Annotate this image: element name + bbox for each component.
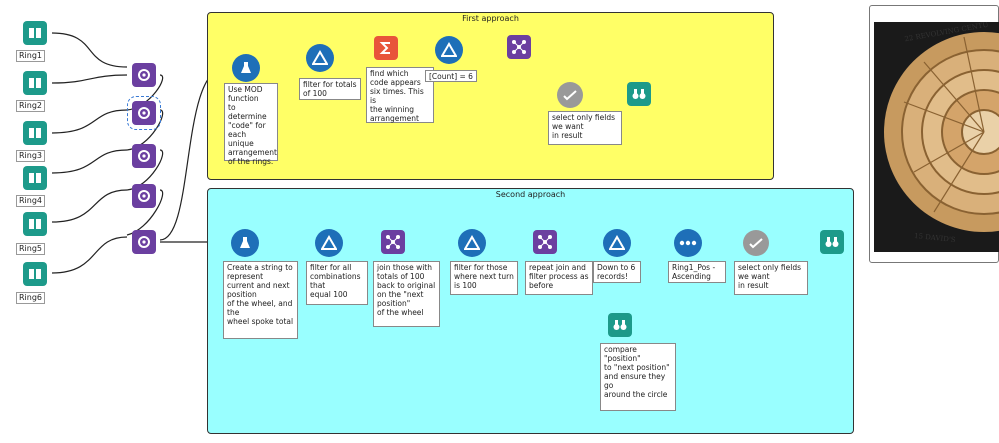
summarize-sigma-icon[interactable] <box>374 36 398 60</box>
book-icon[interactable] <box>23 121 47 145</box>
book-icon[interactable] <box>23 166 47 190</box>
annotation-create-string: Create a string to represent current and… <box>223 261 298 339</box>
ring-label: Ring2 <box>16 100 46 112</box>
append-fields-gear-icon[interactable] <box>132 63 156 87</box>
annotation-down-to-6: Down to 6 records! <box>593 261 641 283</box>
book-icon[interactable] <box>23 71 47 95</box>
ring-label: Ring3 <box>16 150 46 162</box>
container-second-approach[interactable]: Second approach <box>207 188 854 434</box>
filter-triangle-icon[interactable] <box>306 44 334 72</box>
wooden-puzzle-graphic <box>874 22 999 252</box>
append-fields-gear-icon[interactable] <box>132 230 156 254</box>
join-icon[interactable] <box>381 230 405 254</box>
puzzle-image: 22 REVOLVING CENTU 15 DAVID'S <box>874 22 999 252</box>
annotation-find-code: find which code appears six times. This … <box>366 67 434 123</box>
formula-flask-icon[interactable] <box>232 54 260 82</box>
append-fields-gear-icon[interactable] <box>132 144 156 168</box>
ring-label: Ring5 <box>16 243 46 255</box>
filter-triangle-icon[interactable] <box>458 229 486 257</box>
connector-ring3 <box>51 109 128 134</box>
book-icon[interactable] <box>23 212 47 236</box>
filter-triangle-icon[interactable] <box>315 229 343 257</box>
sort-dots-icon[interactable] <box>674 229 702 257</box>
annotation-mod-function: Use MOD function to determine "code" for… <box>224 83 278 166</box>
browse-binoculars-icon[interactable] <box>627 82 651 106</box>
container-first-approach[interactable]: First approach <box>207 12 774 180</box>
connector-ring6 <box>51 236 128 274</box>
annotation-filter-totals: filter for totals of 100 <box>299 78 361 100</box>
annotation-ring1-sort: Ring1_Pos - Ascending <box>668 261 726 283</box>
annotation-join-totals: join those with totals of 100 back to or… <box>373 261 440 327</box>
annotation-select-fields-2: select only fields we want in result <box>734 261 808 295</box>
ring-label: Ring6 <box>16 292 46 304</box>
append-fields-gear-icon[interactable] <box>132 184 156 208</box>
formula-flask-icon[interactable] <box>231 229 259 257</box>
container-title: First approach <box>462 14 519 23</box>
filter-triangle-icon[interactable] <box>435 36 463 64</box>
select-checkmark-icon[interactable] <box>557 82 583 108</box>
browse-binoculars-icon[interactable] <box>820 230 844 254</box>
connector-ring4 <box>51 149 128 174</box>
join-icon[interactable] <box>533 230 557 254</box>
append-fields-gear-icon[interactable] <box>127 96 161 130</box>
connector-ring1 <box>51 32 128 68</box>
connector-ring2 <box>51 74 128 84</box>
annotation-compare: compare "position" to "next position" an… <box>600 343 676 411</box>
annotation-select-fields-1: select only fields we want in result <box>548 111 622 145</box>
ring-label: Ring1 <box>16 50 46 62</box>
join-icon[interactable] <box>507 35 531 59</box>
annotation-filter-all: filter for all combinations that equal 1… <box>306 261 368 305</box>
book-icon[interactable] <box>23 262 47 286</box>
puzzle-photo[interactable]: 22 REVOLVING CENTU 15 DAVID'S <box>869 5 999 263</box>
browse-binoculars-icon[interactable] <box>608 313 632 337</box>
annotation-filter-next: filter for those where next turn is 100 <box>450 261 518 295</box>
filter-triangle-icon[interactable] <box>603 229 631 257</box>
container-title: Second approach <box>495 190 566 199</box>
ring-label: Ring4 <box>16 195 46 207</box>
select-checkmark-icon[interactable] <box>743 230 769 256</box>
annotation-repeat-join: repeat join and filter process as before <box>525 261 593 295</box>
connector-ring5 <box>51 189 128 223</box>
book-icon[interactable] <box>23 21 47 45</box>
annotation-count-filter: [Count] = 6 <box>425 70 477 82</box>
